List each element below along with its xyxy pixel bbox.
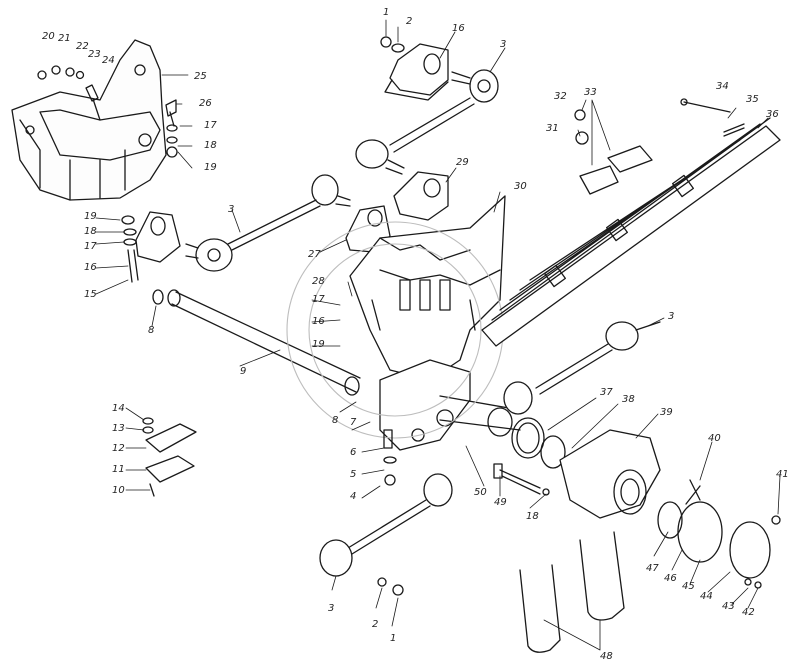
bracket-29	[393, 171, 449, 221]
callout-24: 24	[102, 55, 115, 66]
callout-42: 42	[742, 607, 755, 618]
seal-rings	[511, 417, 566, 469]
leader-lines	[95, 19, 781, 651]
callout-20: 20	[42, 31, 55, 42]
callout-8: 8	[332, 415, 339, 426]
callout-3: 3	[328, 603, 335, 614]
callout-40: 40	[708, 433, 721, 444]
callout-36: 36	[766, 109, 779, 120]
callout-37: 37	[600, 387, 613, 398]
leaf-spring-36	[481, 117, 781, 347]
pin-34	[680, 98, 745, 137]
callout-46: 46	[664, 573, 677, 584]
callout-48: 48	[600, 651, 613, 662]
callout-17: 17	[84, 241, 97, 252]
callout-13: 13	[112, 423, 125, 434]
callout-19: 19	[204, 162, 217, 173]
reaction-rod-middle	[185, 174, 351, 272]
callout-27: 27	[308, 249, 321, 260]
callout-45: 45	[682, 581, 695, 592]
callout-18: 18	[526, 511, 539, 522]
wheel-hub-39	[559, 429, 661, 519]
bolt-set-6-5-4	[383, 429, 397, 486]
bolt-49	[493, 463, 550, 496]
callout-7: 7	[350, 417, 357, 428]
callout-14: 14	[112, 403, 125, 414]
callout-32: 32	[554, 91, 567, 102]
plate-set-left	[142, 417, 197, 497]
callout-28: 28	[312, 276, 325, 287]
callout-1: 1	[390, 633, 397, 644]
callout-16: 16	[312, 316, 325, 327]
callout-2: 2	[372, 619, 379, 630]
callout-3: 3	[228, 204, 235, 215]
callout-39: 39	[660, 407, 673, 418]
callout-41: 41	[776, 469, 789, 480]
callout-22: 22	[76, 41, 89, 52]
callout-6: 6	[350, 447, 357, 458]
bracket-small-left	[121, 211, 181, 283]
callout-11: 11	[112, 464, 125, 475]
callout-44: 44	[700, 591, 713, 602]
callout-49: 49	[494, 497, 507, 508]
bracket-left-part	[11, 39, 167, 201]
callout-12: 12	[112, 443, 125, 454]
callout-3: 3	[500, 39, 507, 50]
callout-17: 17	[204, 120, 217, 131]
u-bolts-48	[519, 531, 625, 653]
callout-19: 19	[84, 211, 97, 222]
bracket-top-16	[380, 36, 449, 101]
reaction-rod-lower	[319, 473, 453, 596]
callout-25: 25	[194, 71, 207, 82]
callout-4: 4	[350, 491, 357, 502]
bolt-set-right-of-bracket	[165, 99, 178, 158]
callout-50: 50	[474, 487, 487, 498]
callout-18: 18	[204, 140, 217, 151]
reaction-rod-right	[503, 321, 661, 415]
callout-38: 38	[622, 394, 635, 405]
callout-16: 16	[452, 23, 465, 34]
callout-9: 9	[240, 366, 247, 377]
callout-1: 1	[383, 7, 390, 18]
callout-17: 17	[312, 294, 325, 305]
axle-shaft-9	[152, 289, 361, 396]
spring-clamp-parts	[574, 109, 653, 195]
callout-29: 29	[456, 157, 469, 168]
hub-covers	[657, 479, 781, 589]
callout-18: 18	[84, 226, 97, 237]
callout-47: 47	[646, 563, 659, 574]
callout-10: 10	[112, 485, 125, 496]
callout-8: 8	[148, 325, 155, 336]
callout-35: 35	[746, 94, 759, 105]
callout-33: 33	[584, 87, 597, 98]
callout-16: 16	[84, 262, 97, 273]
callout-34: 34	[716, 81, 729, 92]
callout-15: 15	[84, 289, 97, 300]
callout-3: 3	[668, 311, 675, 322]
callout-23: 23	[88, 49, 101, 60]
hub-assembly-7	[379, 359, 521, 451]
reaction-rod-upper	[355, 69, 499, 175]
callout-26: 26	[199, 98, 212, 109]
callout-43: 43	[722, 601, 735, 612]
callout-2: 2	[406, 16, 413, 27]
callout-19: 19	[312, 339, 325, 350]
callout-5: 5	[350, 469, 357, 480]
callout-21: 21	[58, 33, 71, 44]
callout-31: 31	[546, 123, 559, 134]
bolt-stack-20-24	[37, 65, 101, 121]
callout-30: 30	[514, 181, 527, 192]
